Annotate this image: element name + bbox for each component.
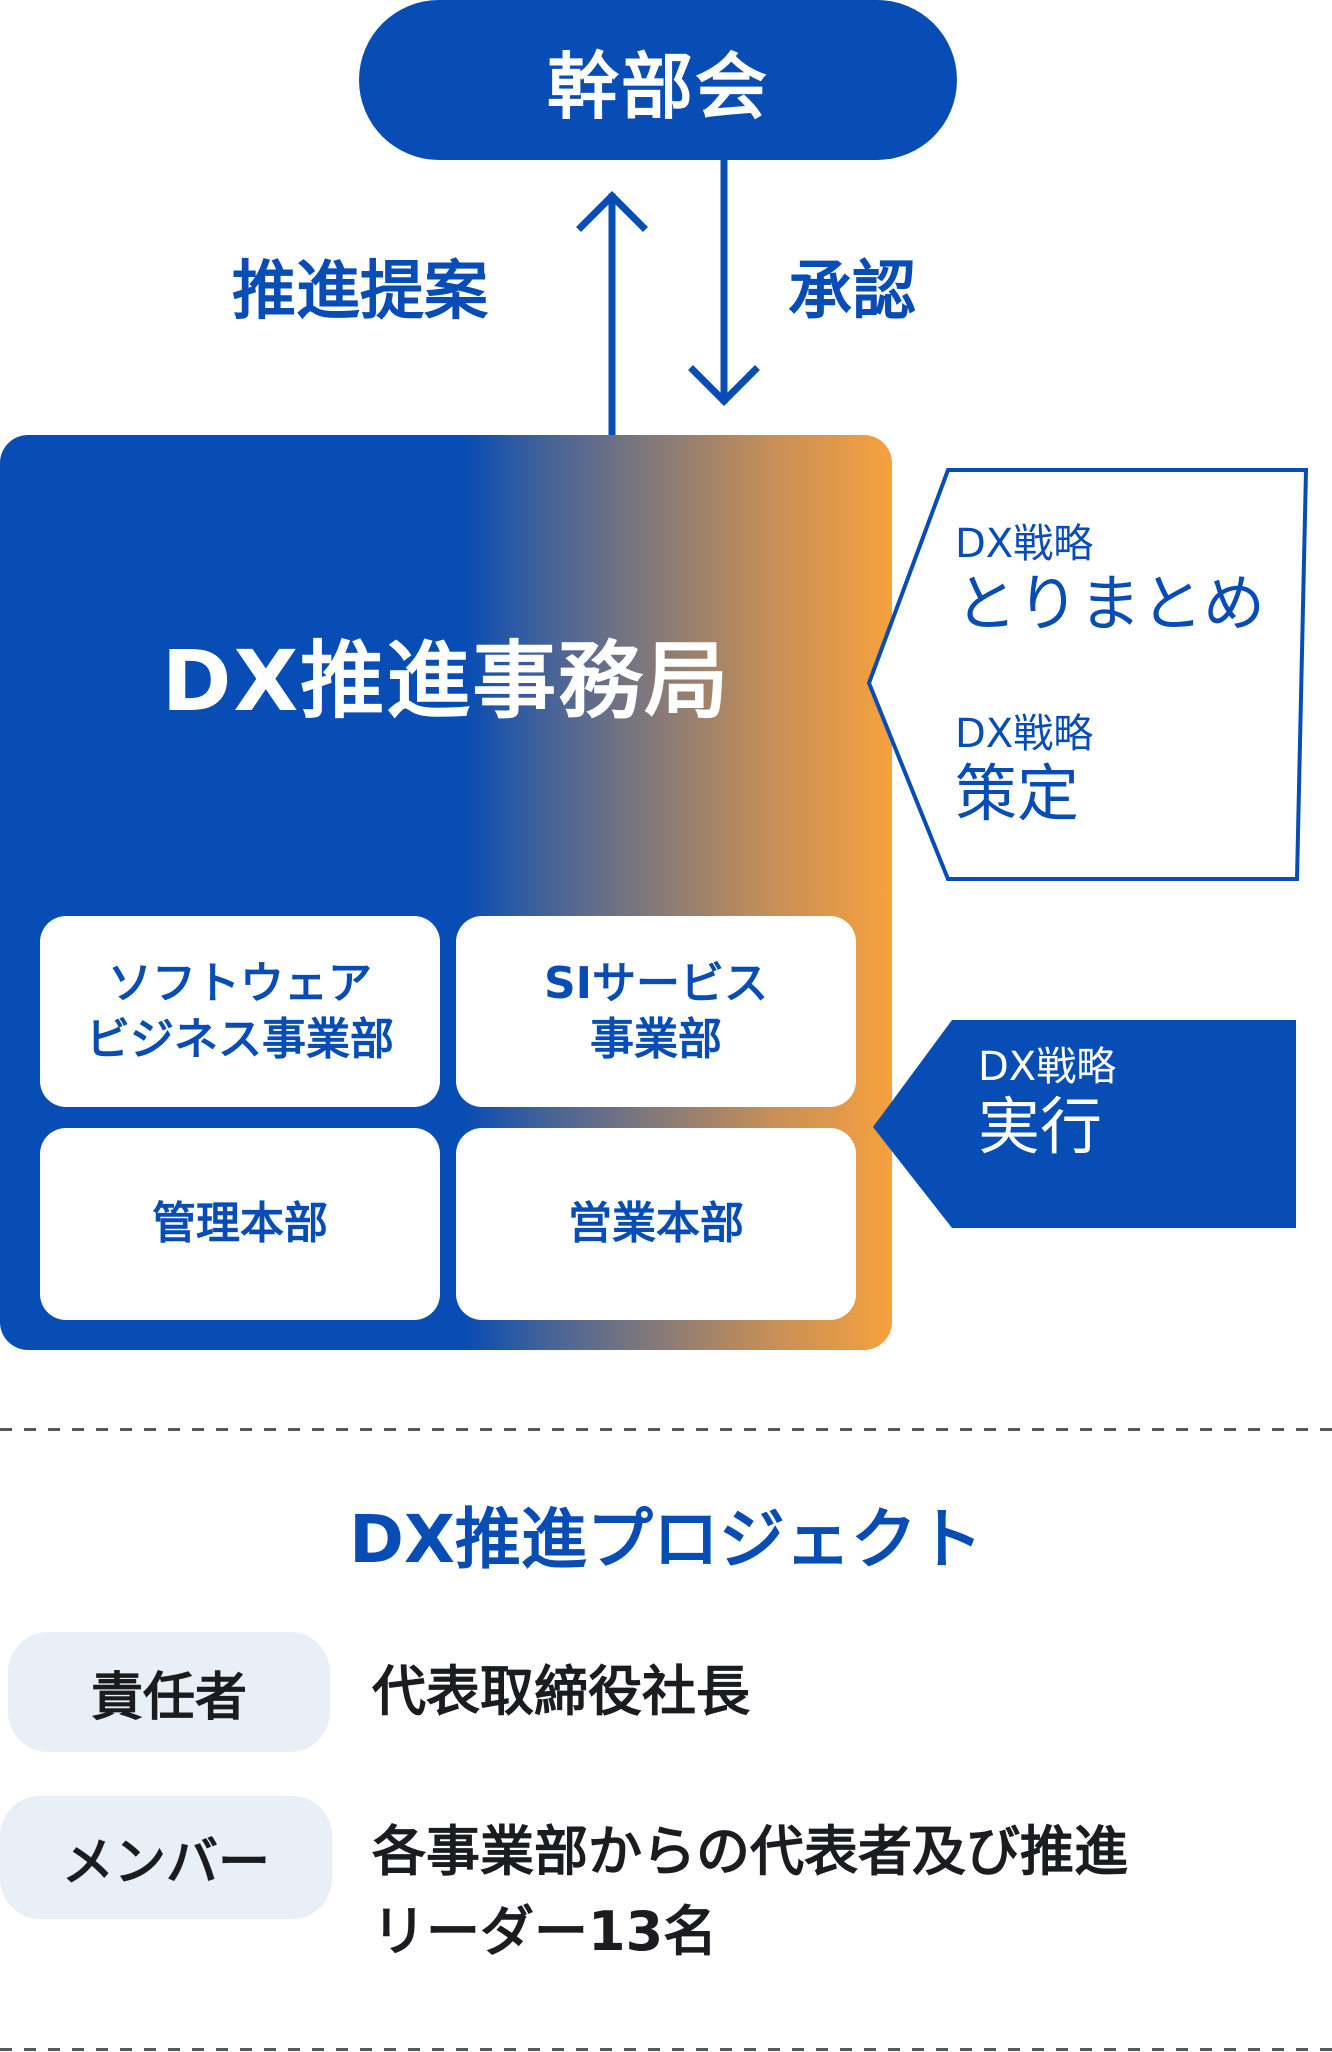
executive-committee-node: 幹部会 — [359, 0, 957, 160]
dept-software-business: ソフトウェア ビジネス事業部 — [40, 916, 440, 1107]
callout-formulation-text: DX戦略 策定 — [955, 710, 1093, 830]
callout-small-text: DX戦略 — [955, 521, 1094, 567]
proposal-label: 推進提案 — [232, 255, 488, 329]
callout-summary-text: DX戦略 とりまとめ — [955, 520, 1265, 640]
callout-execution-text: DX戦略 実行 — [978, 1043, 1116, 1163]
callout-large-text: 実行 — [978, 1090, 1103, 1163]
strategy-execution-callout — [873, 1020, 1296, 1228]
dashed-divider-bottom — [0, 2048, 1332, 2051]
callout-shapes — [866, 468, 1309, 1228]
responsible-value: 代表取締役社長 — [372, 1660, 750, 1723]
arrow-down-icon — [688, 154, 760, 406]
dx-office-title: DX推進事務局 — [161, 632, 731, 730]
dept-sales: 営業本部 — [456, 1128, 856, 1320]
callout-large-text: 策定 — [955, 757, 1080, 830]
arrow-up-icon — [576, 191, 648, 440]
project-title: DX推進プロジェクト — [349, 1501, 983, 1578]
label-text: 責任者 — [90, 1667, 247, 1728]
members-label: メンバー — [0, 1796, 332, 1919]
strategy-summary-callout — [866, 468, 1309, 881]
callout-small-text: DX戦略 — [978, 1044, 1117, 1090]
dept-si-service: SIサービス 事業部 — [456, 916, 856, 1107]
dashed-divider — [0, 1428, 1332, 1431]
executive-committee-label: 幹部会 — [546, 44, 769, 129]
dept-label: 管理本部 — [152, 1198, 328, 1249]
label-text: メンバー — [61, 1833, 270, 1893]
dept-label: 営業本部 — [568, 1198, 744, 1249]
members-value: 各事業部からの代表者及び推進 リーダー13名 — [372, 1820, 1128, 1963]
callout-large-text: とりまとめ — [955, 567, 1266, 640]
dept-label: SIサービス 事業部 — [543, 957, 769, 1065]
responsible-label: 責任者 — [8, 1632, 330, 1752]
callout-small-text: DX戦略 — [955, 711, 1094, 757]
dept-administration: 管理本部 — [40, 1128, 440, 1320]
approval-label: 承認 — [788, 255, 916, 329]
dept-label: ソフトウェア ビジネス事業部 — [86, 957, 394, 1065]
